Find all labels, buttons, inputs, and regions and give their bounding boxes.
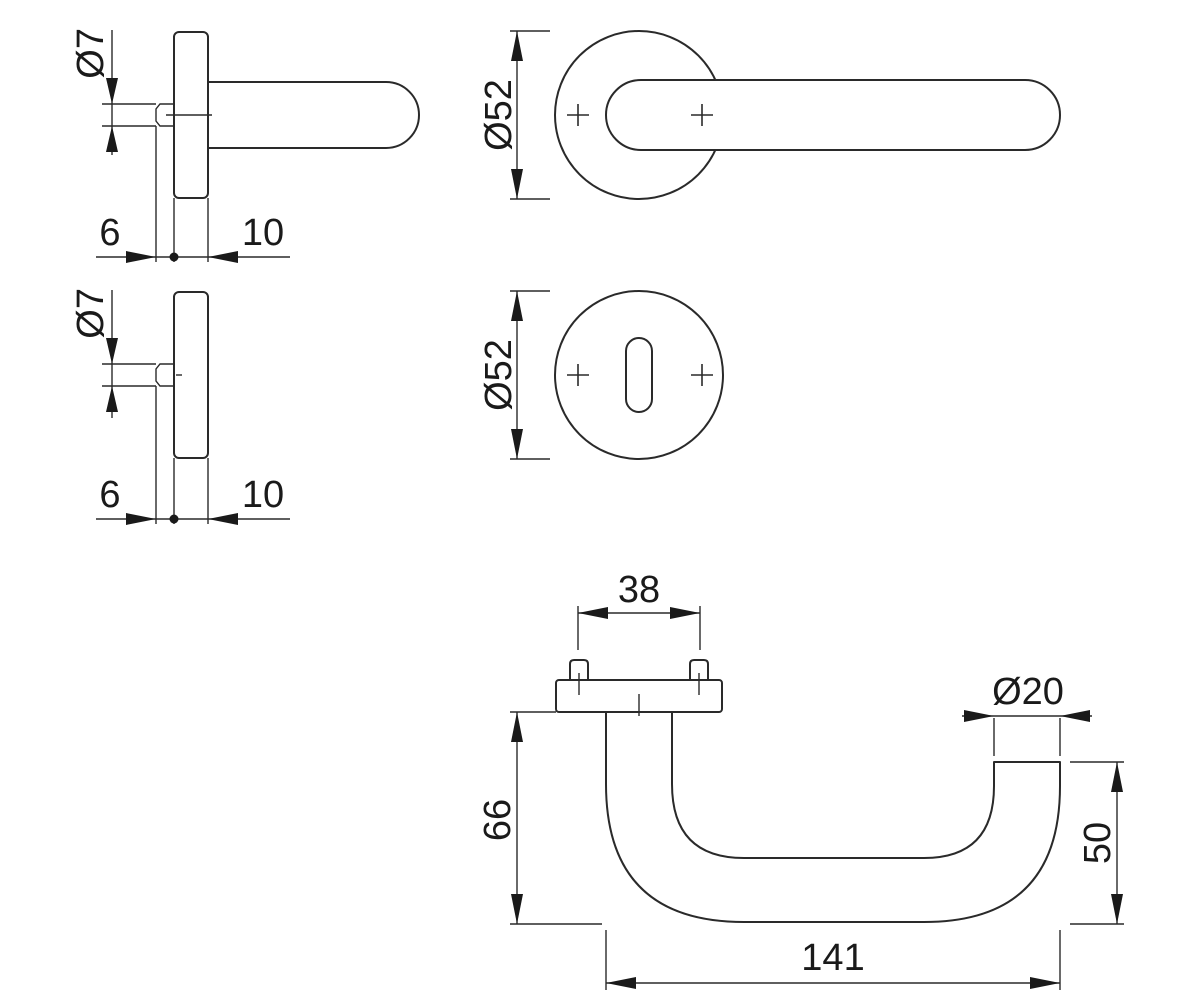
screw-mark-right (691, 364, 713, 386)
grip-height-label: 50 (1077, 822, 1119, 864)
side-view-handle: Ø7 6 10 (70, 28, 420, 263)
diameter-label: Ø7 (70, 28, 112, 79)
escutcheon-plate-side (173, 291, 209, 459)
lever-tube (605, 711, 1061, 923)
right-dimension-label: 10 (242, 474, 284, 516)
pin-spacing-label: 38 (618, 569, 660, 611)
mounting-pin-right (689, 659, 709, 681)
lever-arm-side (207, 81, 420, 149)
front-view-handle: Ø52 (478, 30, 1061, 200)
spindle-stub (155, 103, 174, 127)
escutcheon-circle (554, 290, 724, 460)
mounting-pin-left (569, 659, 589, 681)
right-dimension-label: 10 (242, 212, 284, 254)
escutcheon-diameter-label: Ø52 (478, 339, 520, 411)
lever-front (605, 79, 1061, 151)
screw-mark-left (567, 104, 589, 126)
left-dimension-label: 6 (99, 474, 120, 516)
length-label: 141 (801, 937, 864, 979)
height-label: 66 (477, 799, 519, 841)
screw-mark-left (567, 364, 589, 386)
top-view-handle: 38 66 Ø20 50 141 (477, 569, 1124, 990)
left-dimension-label: 6 (99, 212, 120, 254)
front-view-escutcheon: Ø52 (478, 290, 724, 460)
keyhole (625, 337, 653, 413)
rose-diameter-label: Ø52 (478, 79, 520, 151)
grip-diameter-label: Ø20 (992, 671, 1064, 713)
screw-mark-right (691, 104, 713, 126)
diameter-label: Ø7 (70, 288, 112, 339)
side-view-escutcheon: Ø7 6 10 (70, 288, 290, 525)
spindle-stub (155, 363, 174, 387)
